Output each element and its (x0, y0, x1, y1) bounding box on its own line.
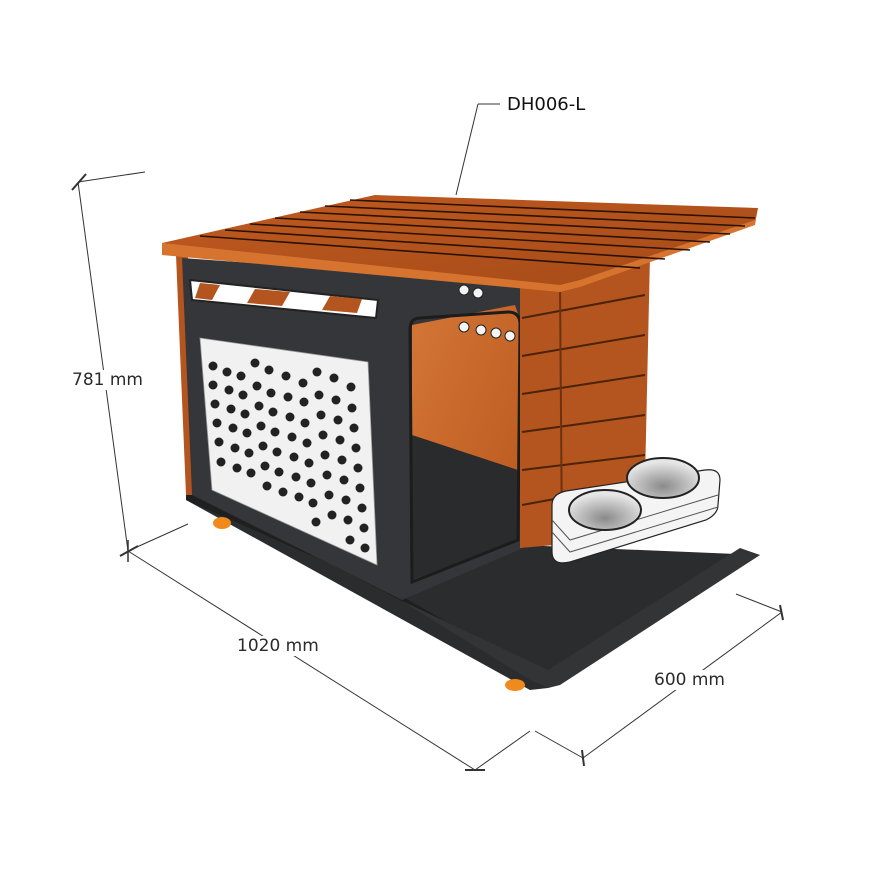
slatted-back-wall (520, 255, 650, 548)
open-doorway (404, 280, 522, 585)
dimension-lines (71, 103, 784, 771)
model-label: DH006-L (507, 94, 586, 115)
caster-wheels (213, 517, 525, 691)
perforated-side-panel (199, 337, 378, 566)
double-bowl-feeder (551, 457, 721, 564)
width-dimension-label: 1020 mm (235, 636, 321, 656)
depth-dimension-label: 600 mm (652, 670, 727, 690)
height-dimension-label: 781 mm (70, 370, 145, 390)
slatted-roof (162, 195, 758, 292)
